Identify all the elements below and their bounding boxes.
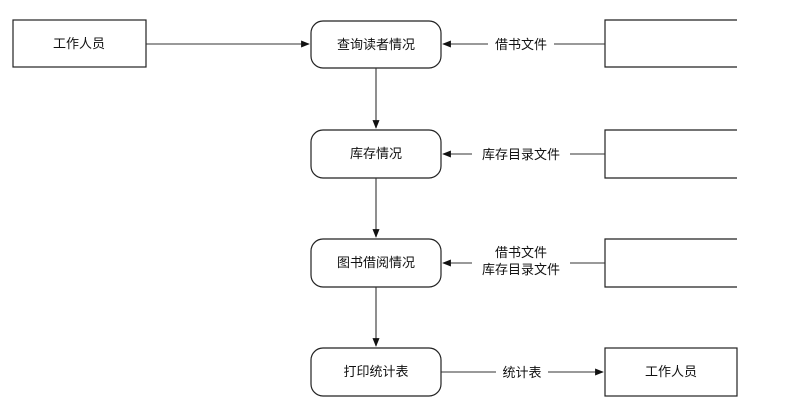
process-inventory: 库存情况	[310, 129, 442, 179]
process-borrowing: 图书借阅情况	[310, 238, 442, 288]
flow-borrow-and-catalog-line2: 库存目录文件	[482, 262, 560, 278]
source-entity: 工作人员	[12, 19, 147, 68]
process-query-reader-label: 查询读者情况	[337, 38, 415, 53]
data-store-borrow-inventory	[604, 238, 737, 288]
flow-inventory-catalog: 库存目录文件	[442, 145, 605, 163]
process-query-reader: 查询读者情况	[310, 20, 442, 69]
flow-borrow-and-catalog-line1: 借书文件	[495, 246, 547, 261]
flow-borrow-file: 借书文件	[442, 35, 605, 53]
flow-stats-table: 统计表	[441, 363, 604, 381]
data-store-inventory-file	[604, 129, 737, 179]
process-print-stats-label: 打印统计表	[343, 365, 408, 380]
flow-inventory-catalog-label: 库存目录文件	[482, 147, 560, 163]
flow-borrow-and-catalog: 借书文件 库存目录文件	[442, 243, 605, 279]
flow-borrow-file-label: 借书文件	[495, 38, 547, 53]
sink-entity: 工作人员	[604, 347, 738, 397]
data-store-borrow-file	[604, 19, 737, 68]
sink-entity-label: 工作人员	[645, 365, 697, 380]
process-borrowing-label: 图书借阅情况	[337, 256, 415, 271]
source-entity-label: 工作人员	[53, 37, 105, 52]
flow-stats-table-label: 统计表	[502, 366, 541, 381]
process-print-stats: 打印统计表	[310, 347, 442, 397]
process-inventory-label: 库存情况	[350, 146, 402, 162]
